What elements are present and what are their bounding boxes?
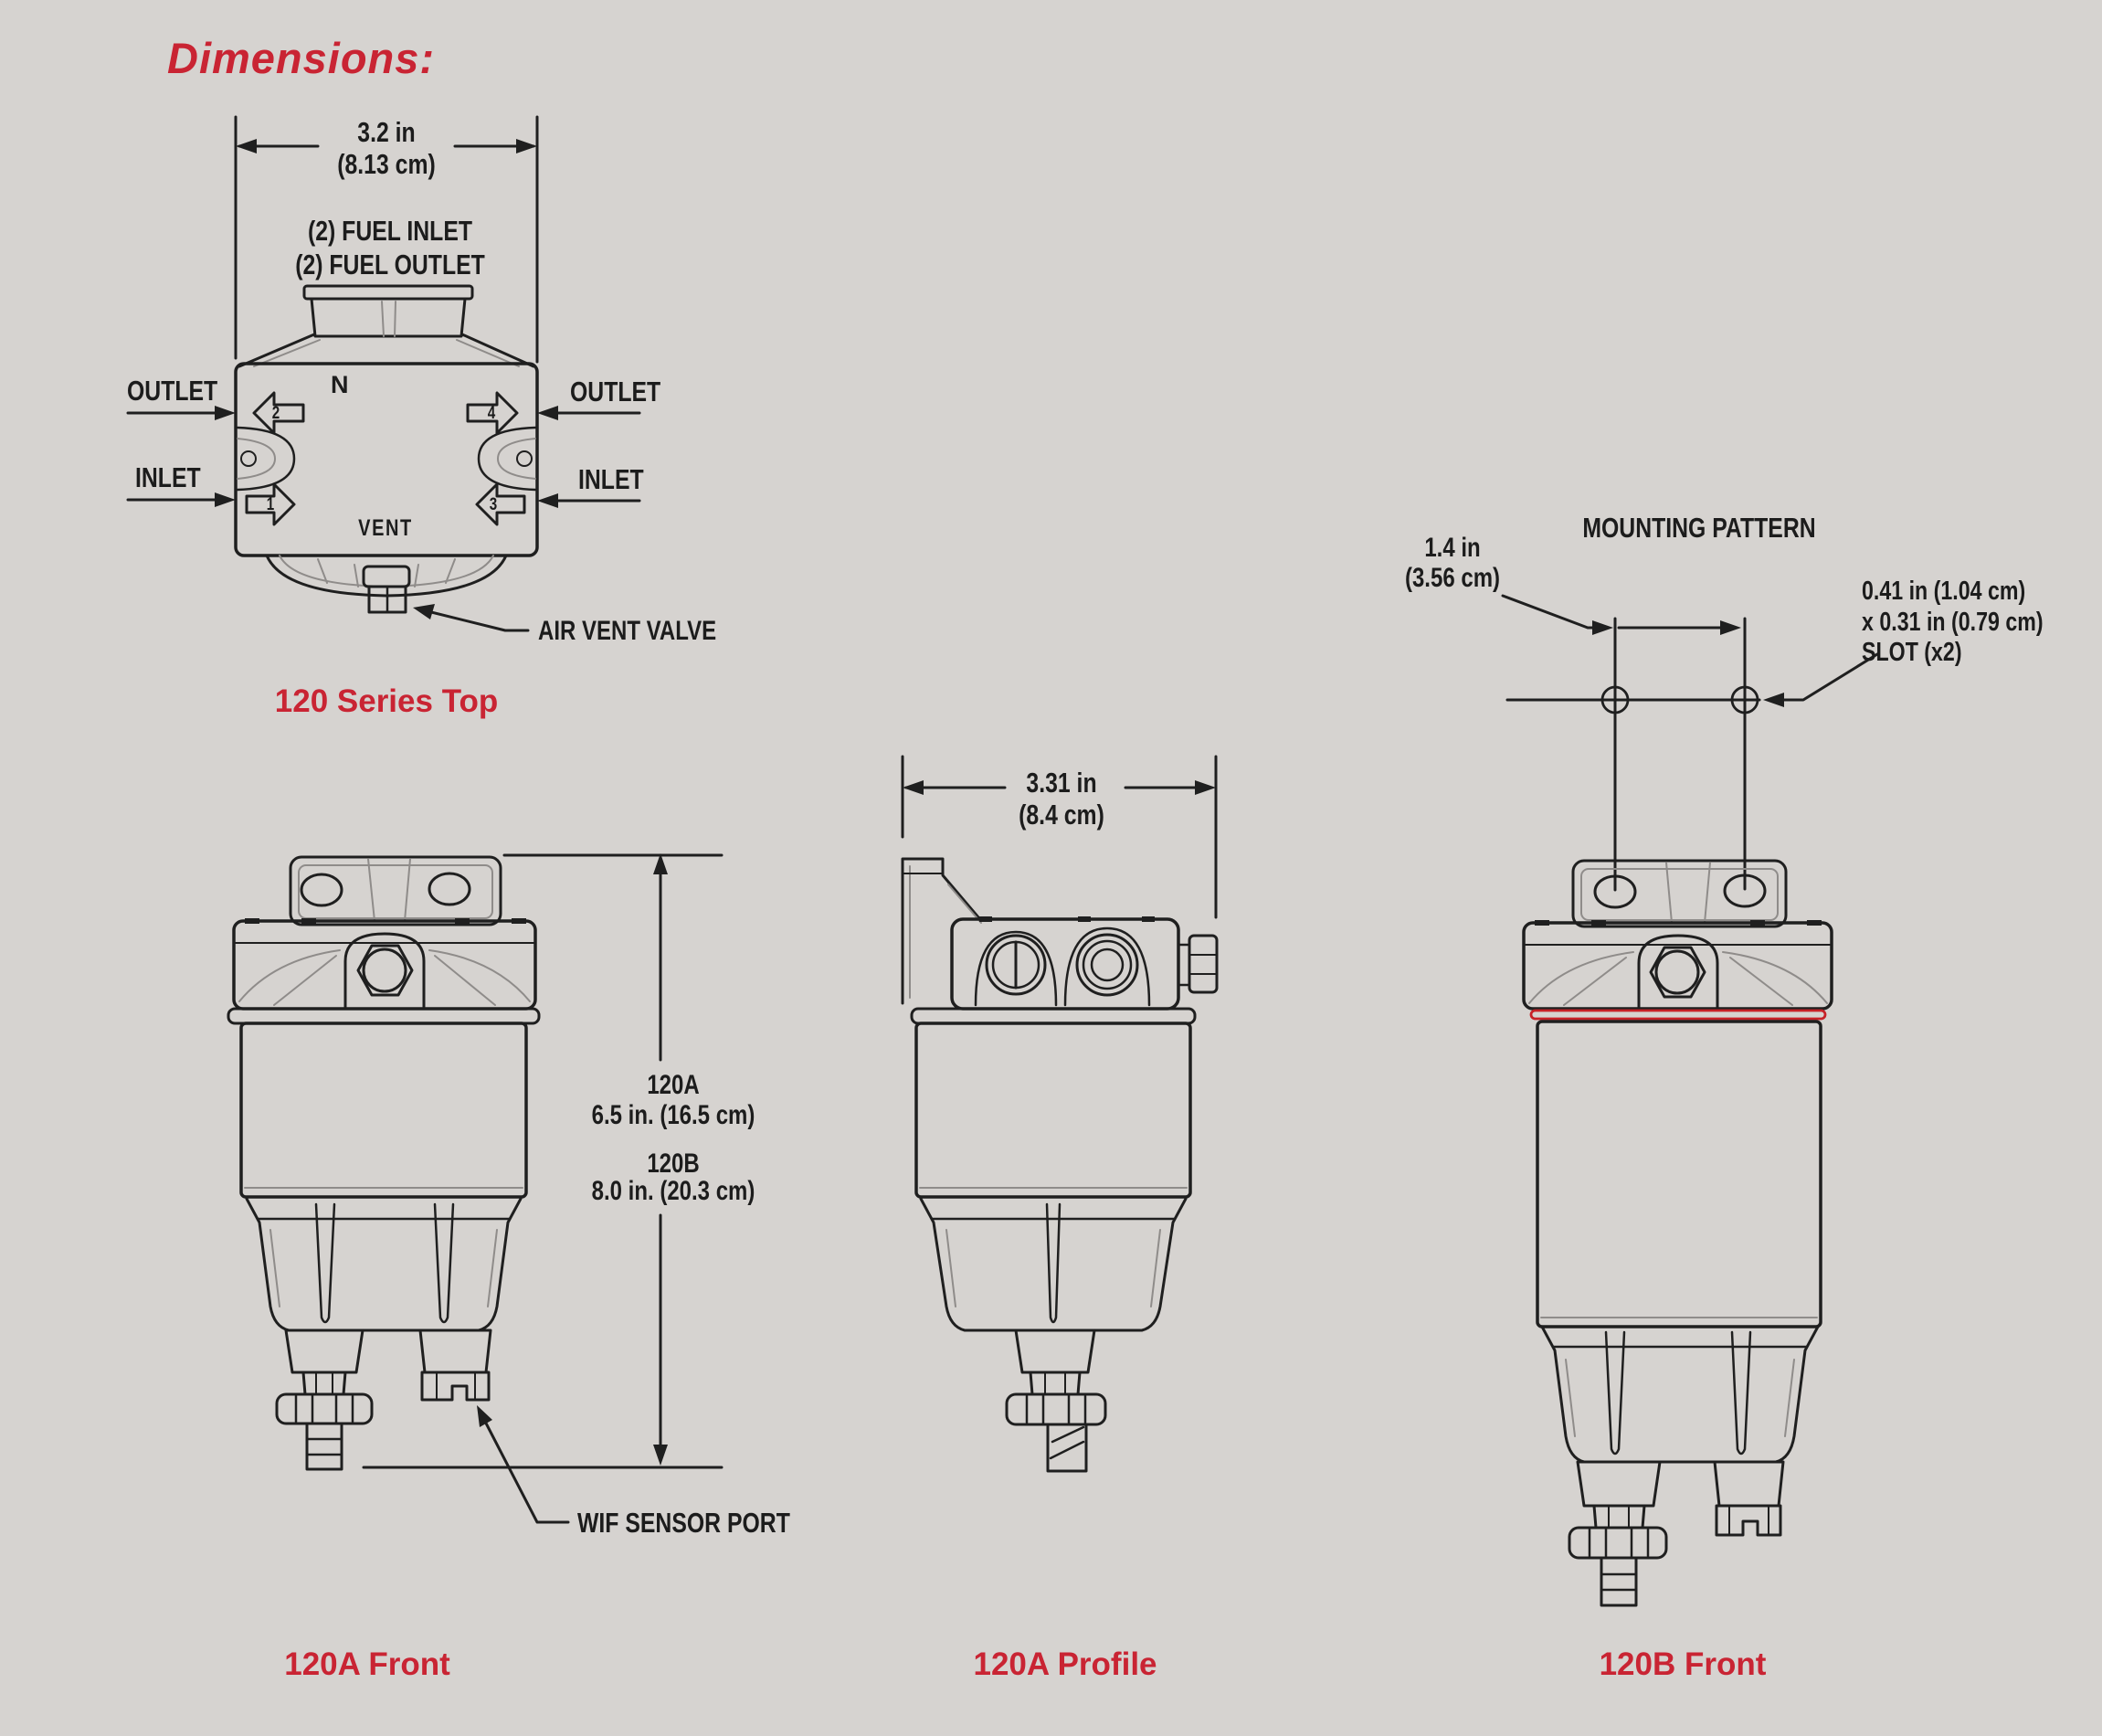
- bracket-hole: [1593, 874, 1637, 909]
- hole-spacing-value: 1.4 in: [1424, 533, 1481, 563]
- wif-sensor-label: WIF SENSOR PORT: [577, 1507, 790, 1539]
- wif-port-plug: [1715, 1504, 1782, 1537]
- mount-slot: [1600, 685, 1630, 715]
- bowl: [1540, 1325, 1820, 1464]
- vent-label: VENT: [358, 515, 413, 541]
- outlet-right-label: OUTLET: [570, 376, 661, 408]
- profile-bracket: [901, 857, 980, 1005]
- filter-body: [1536, 1020, 1822, 1328]
- air-vent-valve-boss: [362, 565, 411, 588]
- port-1-number: 1: [266, 495, 275, 514]
- inlet-left-label: INLET: [135, 461, 201, 493]
- bracket-hole: [428, 872, 471, 906]
- inlet-right-label: INLET: [578, 463, 644, 495]
- profile-drain-knob: [1005, 1392, 1107, 1426]
- slot-dim-line1: 0.41 in (1.04 cm): [1862, 577, 2026, 606]
- right-port-boss: [516, 450, 533, 467]
- bracket-hole: [300, 873, 343, 907]
- drain-knob: [275, 1392, 374, 1425]
- profile-drain-barb: [1046, 1423, 1088, 1473]
- wif-port-neck: [1713, 1460, 1785, 1508]
- fuel-inlet-note: (2) FUEL INLET: [307, 215, 473, 247]
- arrowhead-left: [236, 139, 257, 153]
- drain-knob: [1568, 1526, 1668, 1560]
- top-flange: [302, 284, 474, 301]
- filter-body: [239, 1021, 528, 1199]
- drain-barb: [305, 1422, 343, 1471]
- dim-model-b: 120B: [647, 1149, 700, 1179]
- front-a-caption: 120A Front: [284, 1646, 450, 1682]
- front-a-drawing: [227, 853, 724, 1524]
- profile-collar: [910, 1007, 1197, 1025]
- hex-boss: [343, 932, 426, 1009]
- hole-spacing-metric: (3.56 cm): [1404, 563, 1501, 593]
- hex-boss: [1637, 934, 1719, 1011]
- collar: [227, 1007, 541, 1025]
- profile-port-open: [1075, 933, 1139, 997]
- drain-neck: [284, 1328, 364, 1374]
- top-view-drawing: [126, 115, 641, 632]
- front-b-drawing: [1501, 594, 1879, 1607]
- outlet-left-label: OUTLET: [127, 375, 218, 407]
- left-port-boss: [240, 450, 257, 467]
- top-width-value: 3.2 in: [357, 116, 416, 148]
- profile-port-slotted: [985, 934, 1047, 996]
- air-vent-valve-label: AIR VENT VALVE: [538, 616, 717, 646]
- dim-height-a: 6.5 in. (16.5 cm): [591, 1100, 755, 1130]
- top-body: [234, 362, 539, 557]
- slot-dim-line2: x 0.31 in (0.79 cm): [1862, 608, 2044, 637]
- dim-height-b: 8.0 in. (20.3 cm): [591, 1176, 755, 1206]
- filter-head: [1522, 921, 1833, 1011]
- dim-model-a: 120A: [647, 1070, 700, 1100]
- top-width-metric: (8.13 cm): [337, 148, 436, 180]
- drain-neck: [1576, 1460, 1662, 1508]
- port-2-number: 2: [271, 404, 280, 423]
- profile-a-drawing: [901, 755, 1219, 1473]
- drain-barb: [1600, 1556, 1638, 1607]
- bowl: [245, 1197, 523, 1332]
- bracket-hole: [1723, 873, 1767, 908]
- slot-dim-line3: SLOT (x2): [1862, 638, 1962, 667]
- port-4-arrow: [466, 391, 519, 435]
- mount-slot: [1730, 685, 1759, 715]
- arrowhead-right: [516, 139, 537, 153]
- port-2-arrow: [252, 391, 305, 435]
- port-3-arrow: [475, 482, 526, 526]
- seal-ring: [1529, 1009, 1827, 1021]
- port-3-number: 3: [489, 495, 498, 514]
- profile-width-metric: (8.4 cm): [1019, 799, 1104, 831]
- hex-nut: [356, 944, 414, 997]
- profile-body: [914, 1021, 1192, 1199]
- mounting-pattern-title: MOUNTING PATTERN: [1582, 512, 1816, 544]
- page-title: Dimensions:: [167, 34, 436, 82]
- port-4-number: 4: [487, 404, 496, 423]
- wif-port-neck: [418, 1328, 492, 1374]
- profile-a-caption: 120A Profile: [973, 1646, 1157, 1682]
- wif-port-plug: [420, 1371, 491, 1402]
- top-view-caption: 120 Series Top: [274, 683, 499, 719]
- profile-width-value: 3.31 in: [1026, 767, 1097, 799]
- mounting-bracket: [1571, 859, 1788, 928]
- side-hex-fitting: [1188, 934, 1219, 994]
- fuel-outlet-note: (2) FUEL OUTLET: [295, 249, 485, 281]
- north-mark: N: [331, 371, 349, 398]
- hex-nut: [1649, 946, 1706, 999]
- front-b-caption: 120B Front: [1599, 1646, 1767, 1682]
- port-1-arrow: [245, 482, 296, 526]
- mounting-bracket: [289, 855, 502, 926]
